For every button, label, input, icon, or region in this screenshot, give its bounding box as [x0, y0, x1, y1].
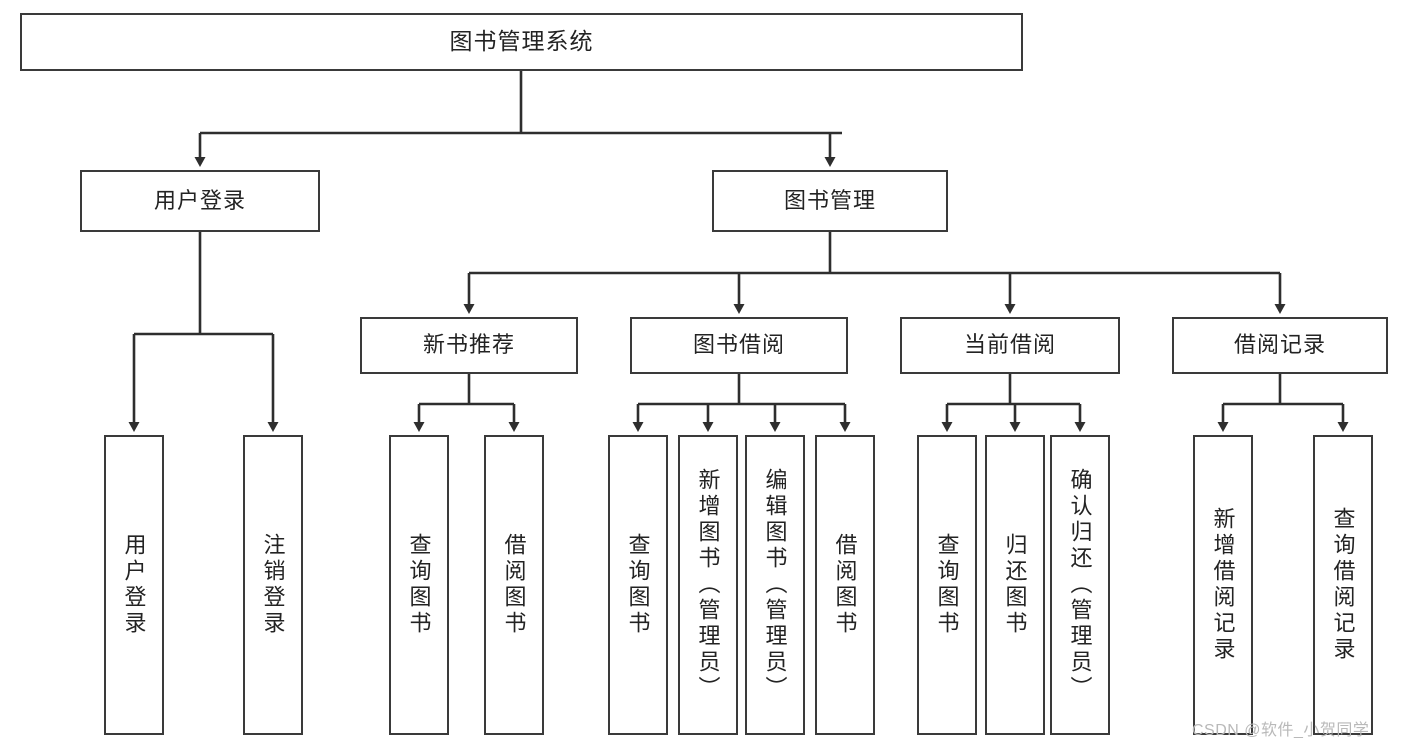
leaf-edit-book-admin[interactable]: 编辑图书（管理员） — [745, 435, 805, 735]
leaf-borrow-query-book[interactable]: 查询图书 — [608, 435, 668, 735]
leaf-recommend-query-book-label: 查询图书 — [406, 533, 432, 637]
leaf-return-book-label: 归还图书 — [1002, 533, 1028, 637]
node-current-borrow-label: 当前借阅 — [963, 332, 1056, 358]
node-user-login[interactable]: 用户登录 — [80, 170, 320, 232]
leaf-add-borrow-record[interactable]: 新增借阅记录 — [1193, 435, 1253, 735]
node-user-login-label: 用户登录 — [153, 187, 246, 213]
leaf-add-borrow-record-label: 新增借阅记录 — [1210, 507, 1236, 663]
node-new-book-recommend[interactable]: 新书推荐 — [360, 317, 578, 374]
node-book-management-label: 图书管理 — [783, 187, 876, 213]
leaf-query-borrow-record[interactable]: 查询借阅记录 — [1313, 435, 1373, 735]
leaf-borrow-book-label: 借阅图书 — [832, 533, 858, 637]
leaf-confirm-return-admin[interactable]: 确认归还（管理员） — [1050, 435, 1110, 735]
leaf-edit-book-admin-label: 编辑图书（管理员） — [762, 468, 788, 702]
leaf-logout-label: 注销登录 — [260, 533, 286, 637]
leaf-current-query-book-label: 查询图书 — [934, 533, 960, 637]
leaf-query-borrow-record-label: 查询借阅记录 — [1330, 507, 1356, 663]
node-book-borrow[interactable]: 图书借阅 — [630, 317, 848, 374]
node-book-borrow-label: 图书借阅 — [692, 332, 785, 358]
leaf-add-book-admin-label: 新增图书（管理员） — [695, 468, 721, 702]
leaf-logout[interactable]: 注销登录 — [243, 435, 303, 735]
leaf-recommend-borrow-book-label: 借阅图书 — [501, 533, 527, 637]
node-borrow-records[interactable]: 借阅记录 — [1172, 317, 1388, 374]
leaf-user-login[interactable]: 用户登录 — [104, 435, 164, 735]
leaf-user-login-label: 用户登录 — [121, 533, 147, 637]
leaf-recommend-borrow-book[interactable]: 借阅图书 — [484, 435, 544, 735]
leaf-add-book-admin[interactable]: 新增图书（管理员） — [678, 435, 738, 735]
leaf-return-book[interactable]: 归还图书 — [985, 435, 1045, 735]
node-root[interactable]: 图书管理系统 — [20, 13, 1023, 71]
csdn-watermark: CSDN @软件_小贺同学 — [1192, 722, 1370, 739]
node-borrow-records-label: 借阅记录 — [1233, 332, 1326, 358]
leaf-recommend-query-book[interactable]: 查询图书 — [389, 435, 449, 735]
node-root-label: 图书管理系统 — [449, 28, 594, 55]
node-new-book-recommend-label: 新书推荐 — [422, 332, 515, 358]
leaf-borrow-query-book-label: 查询图书 — [625, 533, 651, 637]
node-current-borrow[interactable]: 当前借阅 — [900, 317, 1120, 374]
leaf-current-query-book[interactable]: 查询图书 — [917, 435, 977, 735]
leaf-borrow-book[interactable]: 借阅图书 — [815, 435, 875, 735]
node-book-management[interactable]: 图书管理 — [712, 170, 948, 232]
leaf-confirm-return-admin-label: 确认归还（管理员） — [1067, 468, 1093, 702]
